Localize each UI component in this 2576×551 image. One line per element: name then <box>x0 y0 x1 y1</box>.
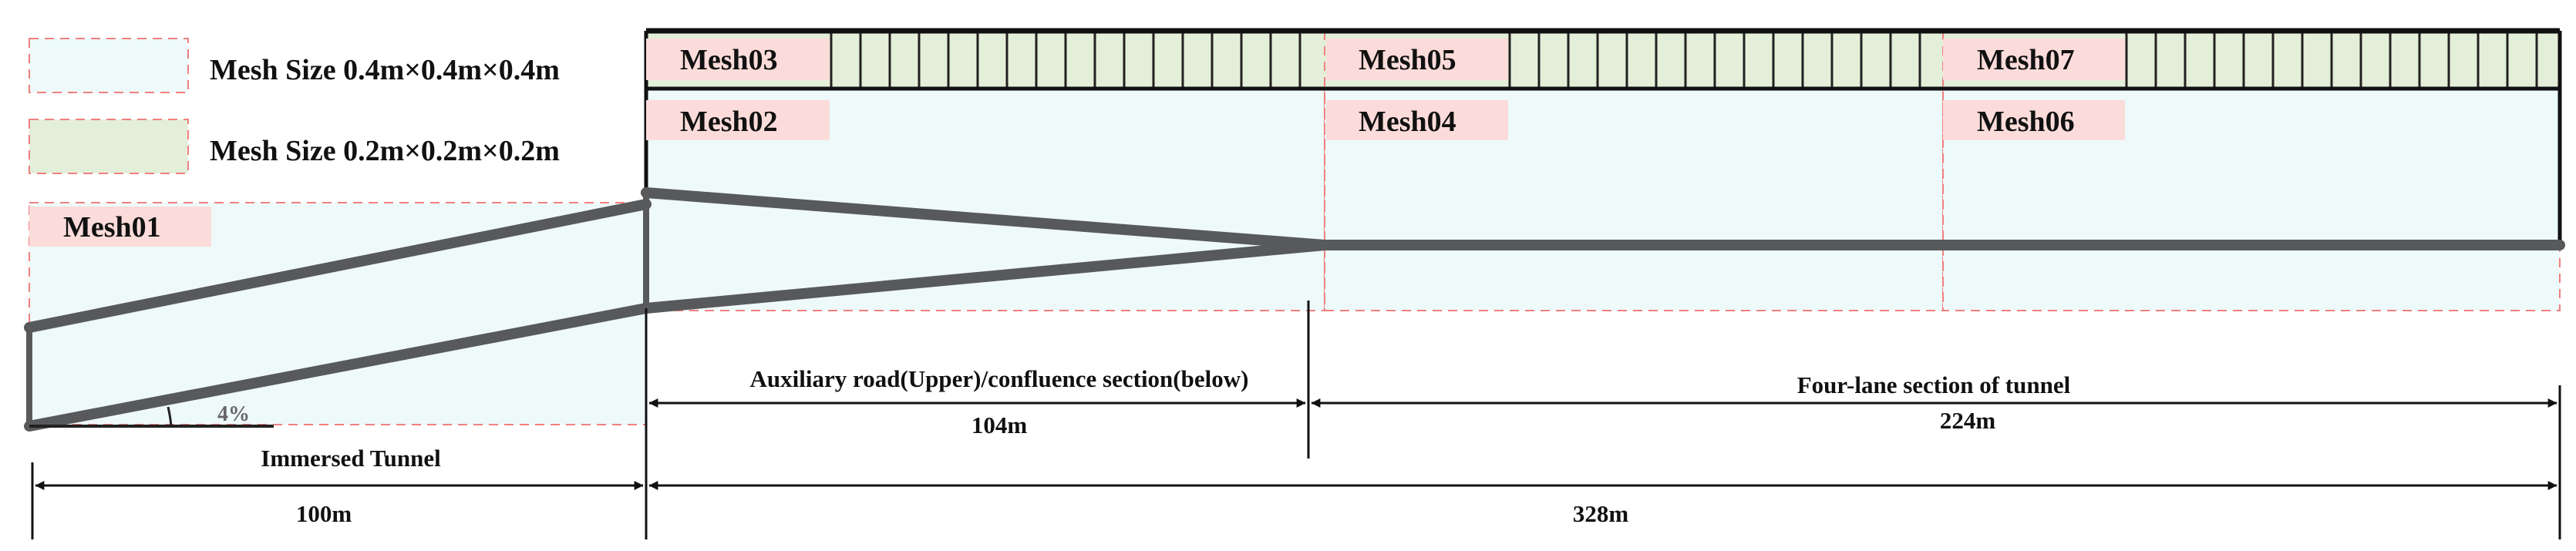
legend-swatch-fine <box>29 119 189 174</box>
immersed-tunnel-upper-wall <box>24 199 652 333</box>
mesh06-label-bg <box>1943 100 2125 140</box>
mesh05-label-bg <box>1326 39 1508 80</box>
four-lane-section-label: Four-lane section of tunnel <box>1797 371 2071 398</box>
mesh06-label: Mesh06 <box>1977 106 2075 138</box>
fine-mesh-strip <box>646 31 2560 89</box>
slope-label: 4% <box>217 402 250 426</box>
mesh04-label-bg <box>1326 100 1508 140</box>
mesh05-label: Mesh05 <box>1359 44 1456 76</box>
legend-swatch-coarse <box>29 38 189 93</box>
legend-label-coarse: Mesh Size 0.4m×0.4m×0.4m <box>210 54 560 86</box>
confluence-upper-wall <box>641 187 1330 250</box>
total-length-label: 328m <box>1573 500 1629 527</box>
mesh02-label-bg <box>646 100 830 140</box>
mesh03-label: Mesh03 <box>680 44 778 76</box>
fine-mesh-grid <box>830 32 2538 87</box>
immersed-length-label: 100m <box>296 500 352 527</box>
mesh07-label: Mesh07 <box>1977 44 2075 76</box>
mesh01-label-bg <box>29 207 211 247</box>
immersed-tunnel-lower-wall <box>24 303 652 432</box>
confluence-lower-wall <box>641 240 1330 314</box>
immersed-tunnel-label: Immersed Tunnel <box>261 445 441 472</box>
auxiliary-section-label: Auxiliary road(Upper)/confluence section… <box>750 365 1249 392</box>
mesh04-label: Mesh04 <box>1359 106 1456 138</box>
auxiliary-length-label: 104m <box>971 412 1028 438</box>
mesh02-label: Mesh02 <box>680 106 778 138</box>
legend-label-fine: Mesh Size 0.2m×0.2m×0.2m <box>210 135 560 167</box>
mesh07-label-bg <box>1943 39 2125 80</box>
mesh03-label-bg <box>646 39 830 80</box>
four-lane-length-label: 224m <box>1940 407 1996 434</box>
slope-angle-arc <box>167 406 173 427</box>
mesh01-label: Mesh01 <box>63 211 161 244</box>
